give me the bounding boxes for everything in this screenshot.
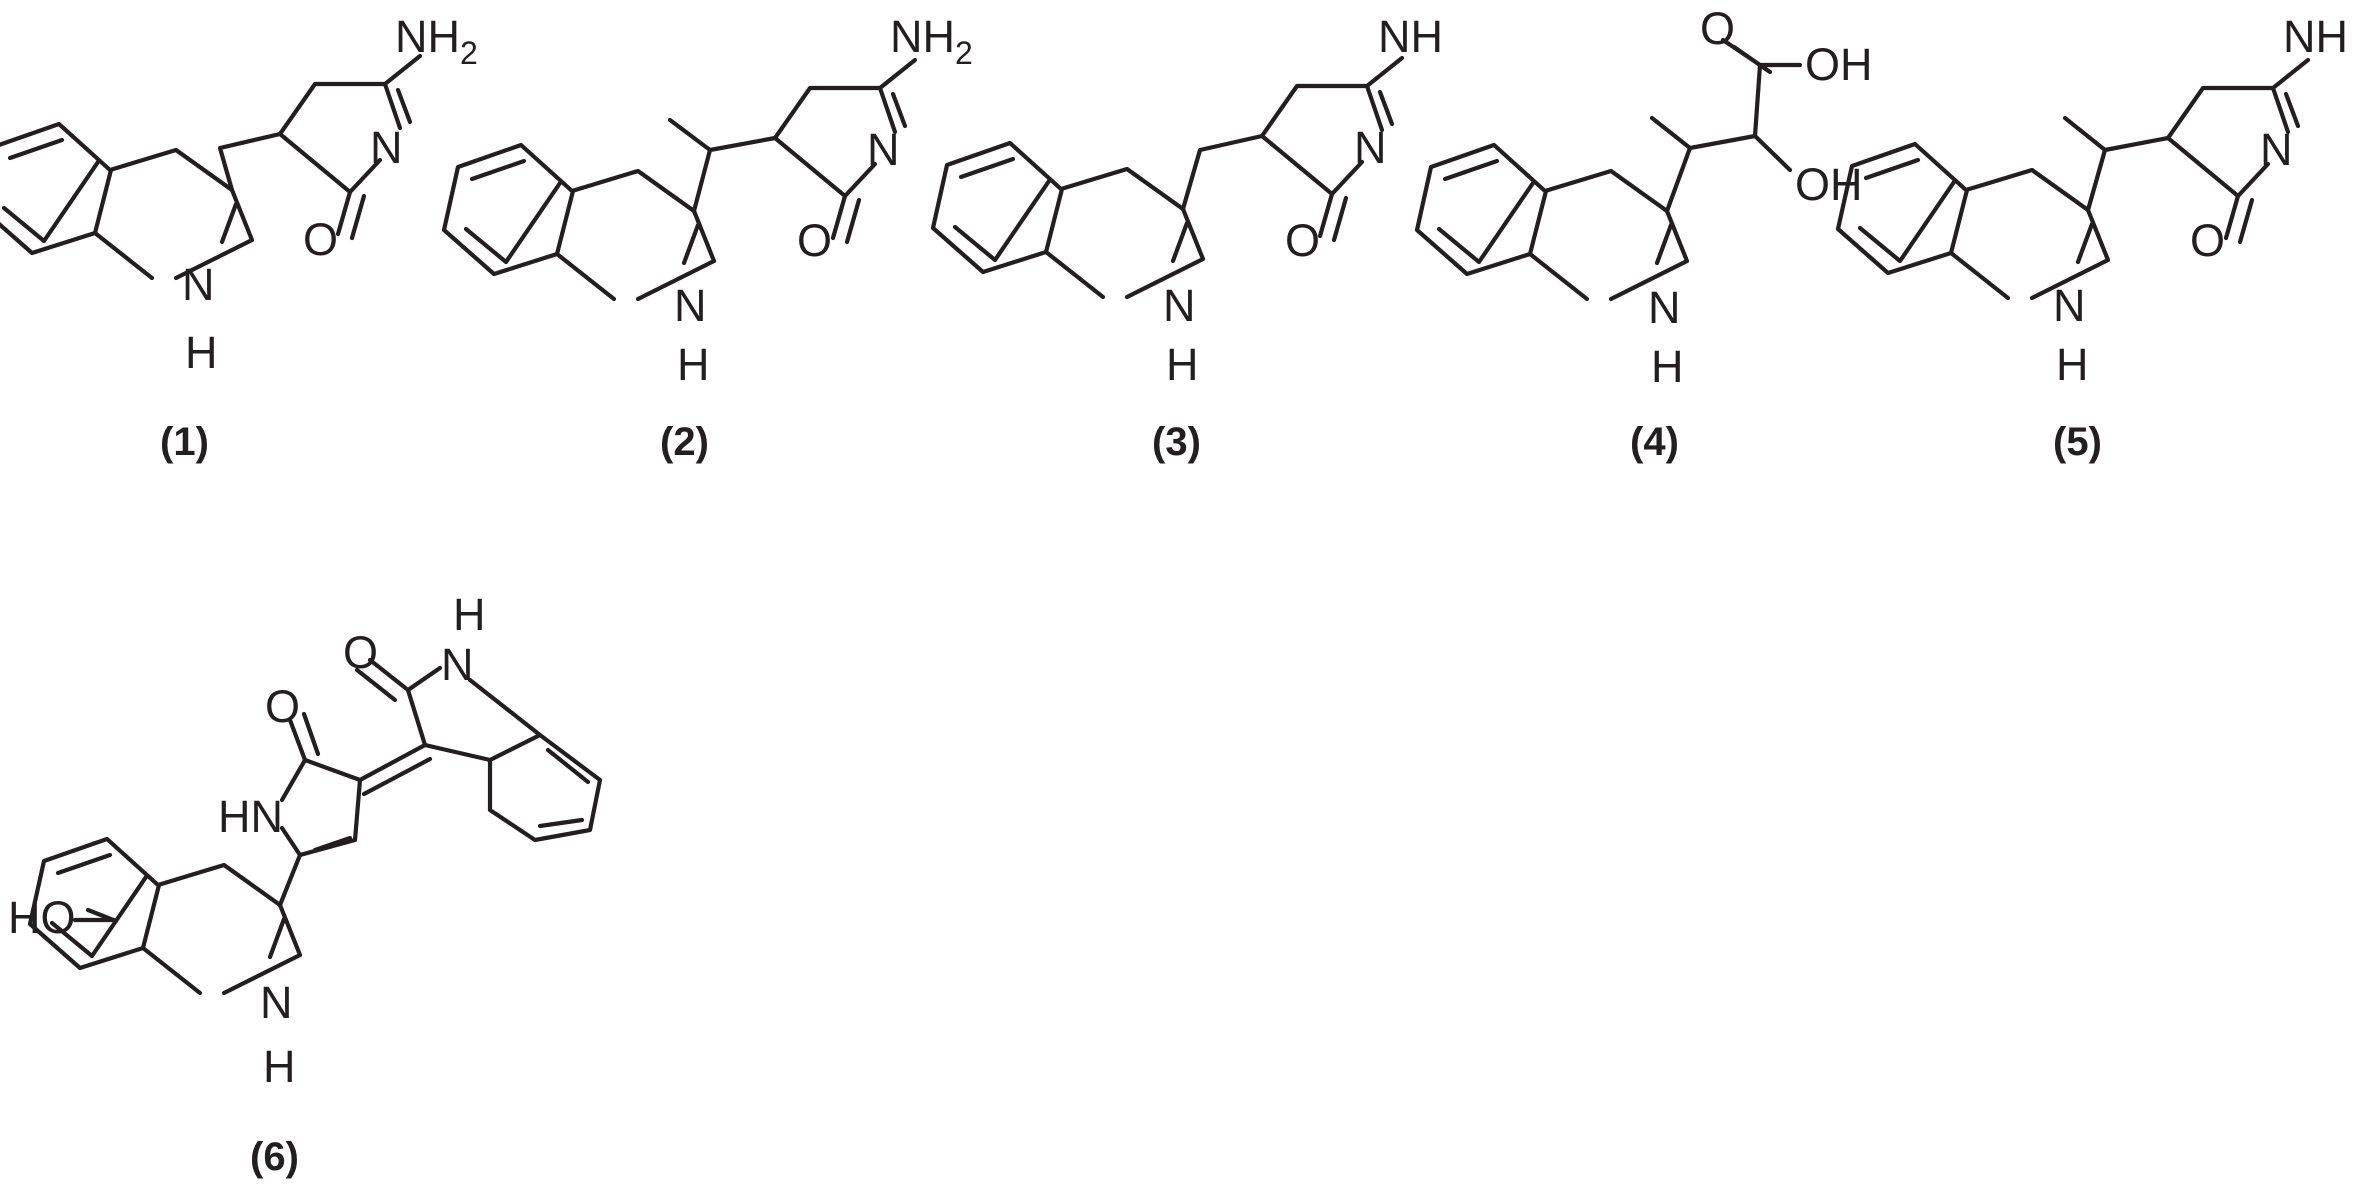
indole-n-atom: N xyxy=(1648,282,1681,333)
amine-subscript: 2 xyxy=(955,35,973,71)
indole-n-atom: N xyxy=(674,280,707,331)
amine-nh-atom: NH xyxy=(395,11,460,62)
amine-nh-atom: NH xyxy=(890,11,955,62)
compound-4-label: (4) xyxy=(1630,420,1679,464)
compound-3-label: (3) xyxy=(1152,420,1201,464)
indole-n-atom: N xyxy=(182,259,215,310)
indole-h-atom: H xyxy=(2056,339,2089,390)
carbonyl-o-atom: O xyxy=(797,215,832,266)
ring-n-atom: N xyxy=(1354,122,1387,173)
ring-n-atom: N xyxy=(867,124,900,175)
compound-4-structure: N H O OH OH (4) xyxy=(1417,3,1873,464)
ring-n-atom: N xyxy=(2260,124,2293,175)
compound-6-label: (6) xyxy=(250,1135,299,1179)
compound-5-label: (5) xyxy=(2053,420,2102,464)
oxindole-o-atom: O xyxy=(343,627,378,678)
carbonyl-o-atom: O xyxy=(2190,215,2225,266)
compound-6-structure: N H O O HN HO N H (6) xyxy=(8,589,603,1179)
pyrrole-nh-atom: HN xyxy=(218,791,283,842)
indole-n-atom: N xyxy=(2053,280,2086,331)
phenol-ho-group: HO xyxy=(8,892,76,943)
carbonyl-o-atom: O xyxy=(1285,215,1320,266)
compound-2-label: (2) xyxy=(660,420,709,464)
carbonyl-o-atom: O xyxy=(1700,3,1735,54)
indole-n-atom: N xyxy=(1163,280,1196,331)
indole-h-atom: H xyxy=(185,327,218,378)
amine-nh-atom: NH xyxy=(1378,11,1443,62)
compound-1-structure: N H N O NH 2 (1) xyxy=(0,11,478,464)
compound-2-structure: N H N O NH 2 (2) xyxy=(444,11,973,464)
amine-subscript: 2 xyxy=(460,35,478,71)
amine-nh-atom: NH xyxy=(2283,11,2348,62)
acid-hydroxyl-group: OH xyxy=(1805,39,1873,90)
ring-n-atom: N xyxy=(370,122,403,173)
indole-h-atom: H xyxy=(677,339,710,390)
lactam-n-atom: N xyxy=(441,639,474,690)
compound-5-structure: N H N O NH (5) xyxy=(1838,11,2348,464)
compound-1-label: (1) xyxy=(160,420,209,464)
lactam-h-atom: H xyxy=(453,589,486,640)
indole-h-atom: H xyxy=(263,1041,296,1092)
compound-3-structure: N H N O NH (3) xyxy=(933,11,1443,464)
indole-h-atom: H xyxy=(1651,341,1684,392)
indole-n-atom: N xyxy=(260,977,293,1028)
pyrrolone-o-atom: O xyxy=(265,681,300,732)
indole-h-atom: H xyxy=(1166,339,1199,390)
carbonyl-o-atom: O xyxy=(303,214,338,265)
